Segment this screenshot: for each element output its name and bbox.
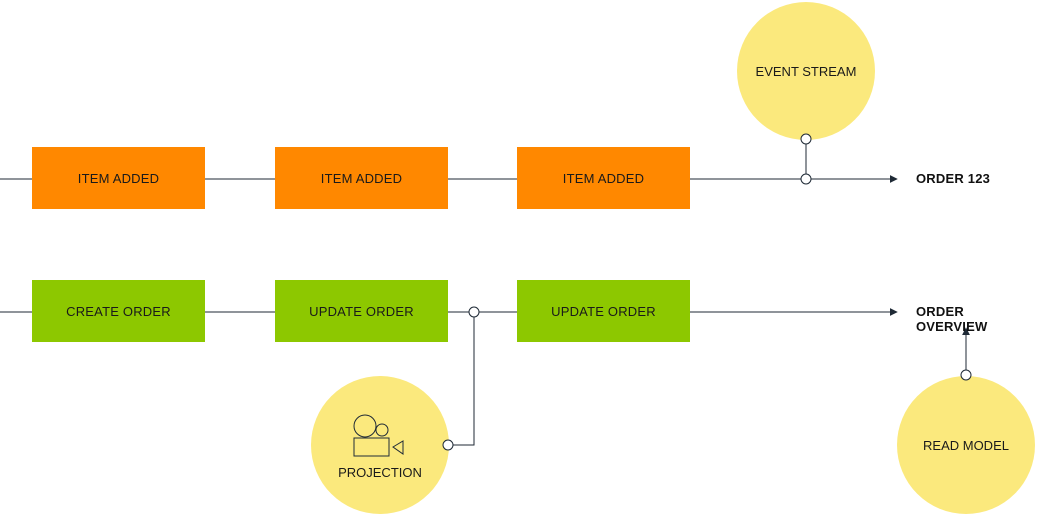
projection-circle: PROJECTION — [311, 376, 449, 514]
projection-label: PROJECTION — [338, 464, 422, 480]
read-model-label: READ MODEL — [923, 437, 1009, 453]
command-box-label: CREATE ORDER — [66, 303, 171, 319]
event-stream-label: EVENT STREAM — [755, 63, 857, 79]
command-box: UPDATE ORDER — [275, 280, 448, 342]
command-box: UPDATE ORDER — [517, 280, 690, 342]
order-overview-label: ORDER OVERVIEW — [916, 304, 988, 334]
command-box-label: UPDATE ORDER — [309, 303, 414, 319]
event-box-label: ITEM ADDED — [320, 170, 403, 186]
camera-icon — [353, 414, 404, 456]
projection-connector — [448, 312, 475, 446]
event-box: ITEM ADDED — [517, 147, 690, 209]
read-model-circle: READ MODEL — [897, 376, 1035, 514]
order-stream-label: ORDER 123 — [916, 171, 991, 186]
event-box: ITEM ADDED — [275, 147, 448, 209]
event-box-label: ITEM ADDED — [77, 170, 160, 186]
command-box-label: UPDATE ORDER — [551, 303, 656, 319]
command-box: CREATE ORDER — [32, 280, 205, 342]
event-box-label: ITEM ADDED — [562, 170, 645, 186]
event-box: ITEM ADDED — [32, 147, 205, 209]
event-stream-circle: EVENT STREAM — [737, 2, 875, 140]
